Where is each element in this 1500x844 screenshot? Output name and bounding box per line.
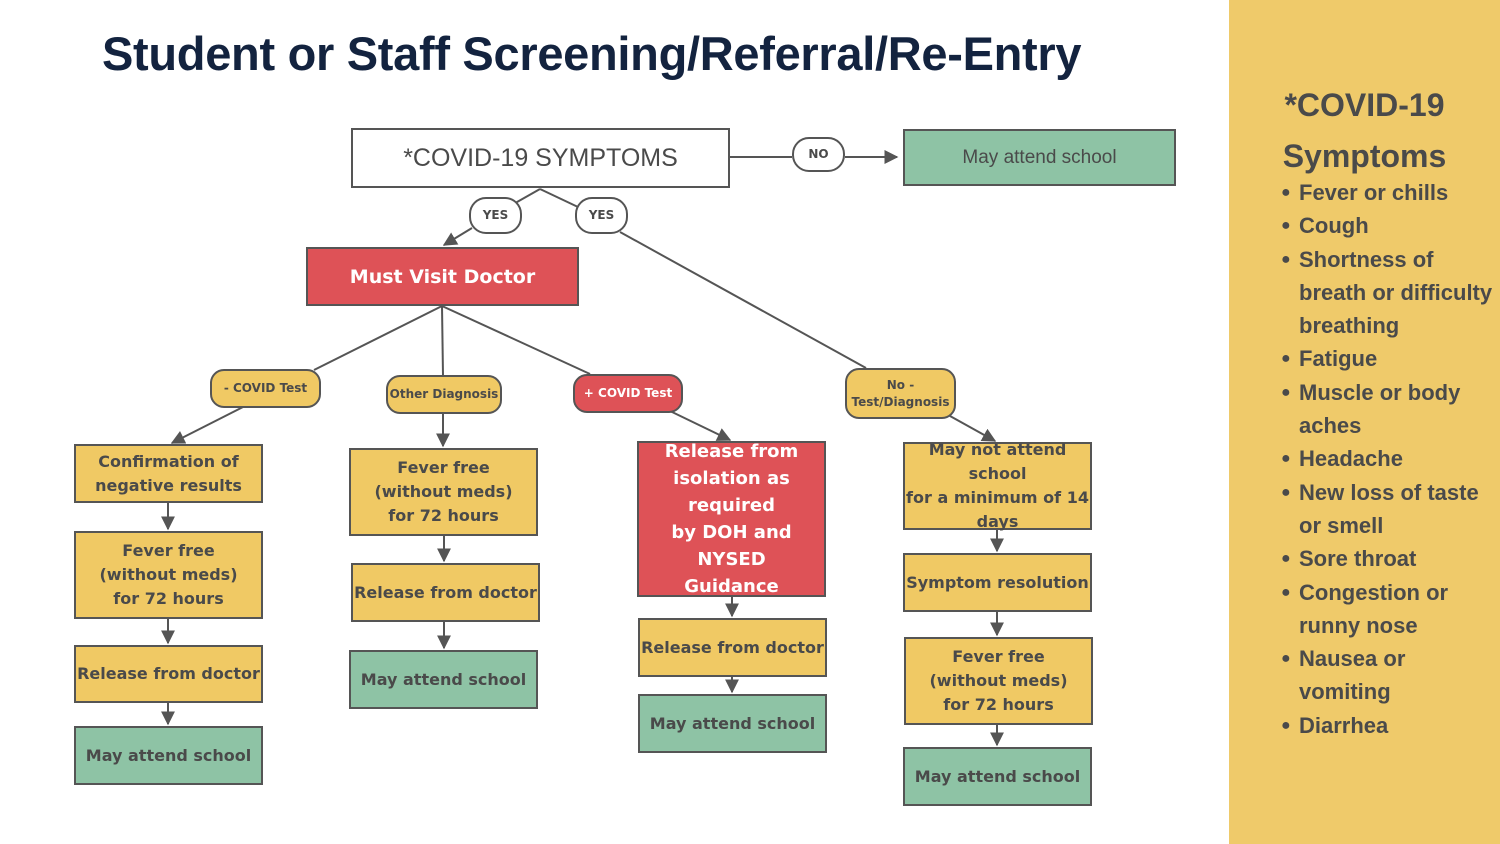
symptom-item: ●Sore throat <box>1281 542 1496 575</box>
symptoms-sidebar: *COVID-19 Symptoms ●Fever or chills ●Cou… <box>1229 0 1500 844</box>
bullet-icon: ● <box>1281 184 1291 201</box>
sidebar-title: *COVID-19 Symptoms <box>1282 87 1447 174</box>
neg-step-fever-free: Fever free (without meds) for 72 hours <box>74 531 263 619</box>
yes-pill-left: YES <box>469 197 522 234</box>
other-diagnosis-pill: Other Diagnosis <box>386 375 502 414</box>
neg-step-confirmation: Confirmation of negative results <box>74 444 263 503</box>
notest-step-may-not-attend: May not attend school for a minimum of 1… <box>903 440 1092 531</box>
other-step-may-attend: May attend school <box>349 650 538 709</box>
no-pill: NO <box>792 137 845 172</box>
notest-step-may-attend: May attend school <box>903 747 1092 806</box>
bullet-icon: ● <box>1281 383 1291 401</box>
pos-step-release-isolation: Release from isolation as required by DO… <box>637 441 826 597</box>
symptom-item: ●Muscle or body aches <box>1281 376 1496 443</box>
neg-step-release-doctor: Release from doctor <box>74 645 263 703</box>
may-attend-school-top: May attend school <box>903 129 1176 186</box>
yes-pill-right: YES <box>575 197 628 234</box>
pos-covid-test-pill: + COVID Test <box>573 374 683 413</box>
must-visit-doctor-box: Must Visit Doctor <box>306 247 579 306</box>
symptom-item: ●Fever or chills <box>1281 176 1496 209</box>
symptom-item: ●Cough <box>1281 209 1496 242</box>
no-test-diagnosis-pill: No - Test/Diagnosis <box>845 368 956 419</box>
bullet-icon: ● <box>1281 650 1291 668</box>
symptom-item: ●Congestion or runny nose <box>1281 576 1496 643</box>
bullet-icon: ● <box>1281 483 1291 501</box>
symptom-item: ●Fatigue <box>1281 342 1496 375</box>
symptom-item: ●Diarrhea <box>1281 709 1496 742</box>
bullet-icon: ● <box>1281 550 1291 568</box>
covid-symptoms-box: *COVID-19 SYMPTOMS <box>351 128 730 188</box>
bullet-icon: ● <box>1281 583 1291 601</box>
notest-step-symptom-resolution: Symptom resolution <box>903 553 1092 612</box>
bullet-icon: ● <box>1281 350 1291 368</box>
symptom-item: ●Headache <box>1281 442 1496 475</box>
pos-step-may-attend: May attend school <box>638 694 827 753</box>
neg-covid-test-pill: - COVID Test <box>210 369 321 408</box>
symptom-item: ●Nausea or vomiting <box>1281 642 1496 709</box>
bullet-icon: ● <box>1281 450 1291 468</box>
page-title: Student or Staff Screening/Referral/Re-E… <box>102 27 1082 80</box>
pos-step-release-doctor: Release from doctor <box>638 618 827 677</box>
symptom-list: ●Fever or chills ●Cough ●Shortness of br… <box>1281 176 1496 742</box>
bullet-icon: ● <box>1281 250 1291 268</box>
other-step-fever-free: Fever free (without meds) for 72 hours <box>349 448 538 536</box>
bullet-icon: ● <box>1281 716 1291 734</box>
other-step-release-doctor: Release from doctor <box>351 563 540 622</box>
symptom-item: ●Shortness of breath or difficulty breat… <box>1281 243 1496 343</box>
flowchart-connectors <box>161 150 1004 747</box>
neg-step-may-attend: May attend school <box>74 726 263 785</box>
notest-step-fever-free: Fever free (without meds) for 72 hours <box>904 637 1093 725</box>
bullet-icon: ● <box>1281 217 1291 235</box>
symptom-item: ●New loss of taste or smell <box>1281 476 1496 543</box>
